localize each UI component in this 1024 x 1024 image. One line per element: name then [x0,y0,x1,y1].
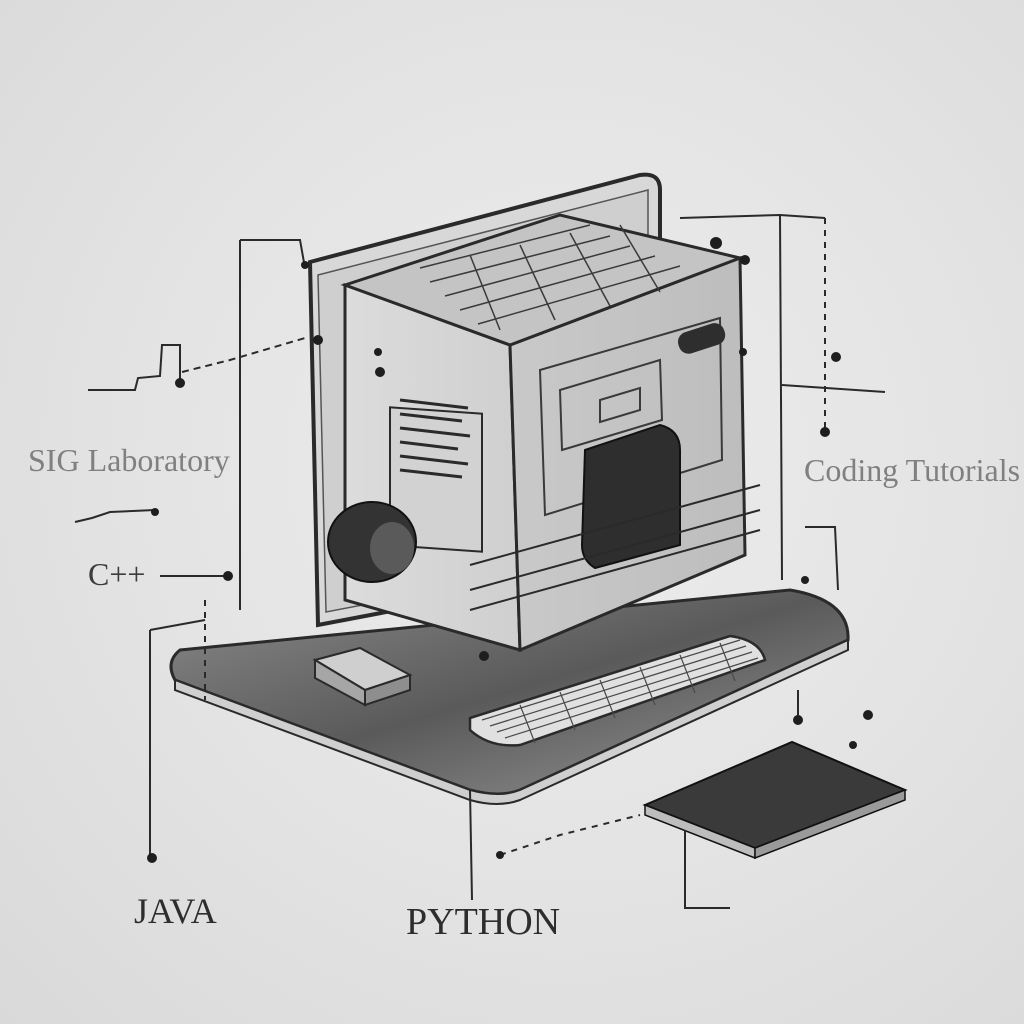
label-sig-laboratory: SIG Laboratory [28,442,230,478]
notebook [642,740,908,860]
small-box [312,646,413,707]
drive-bay [580,423,681,570]
label-cpp: C++ [88,556,146,592]
desk-plate [169,588,850,805]
connector-dots [147,237,873,863]
label-coding-tutorials: Coding Tutorials [804,452,1021,488]
connector-lines [74,213,886,909]
computer-tower [327,213,761,653]
label-java: JAVA [134,891,217,931]
label-python: PYTHON [406,901,561,943]
keyboard [468,634,767,747]
